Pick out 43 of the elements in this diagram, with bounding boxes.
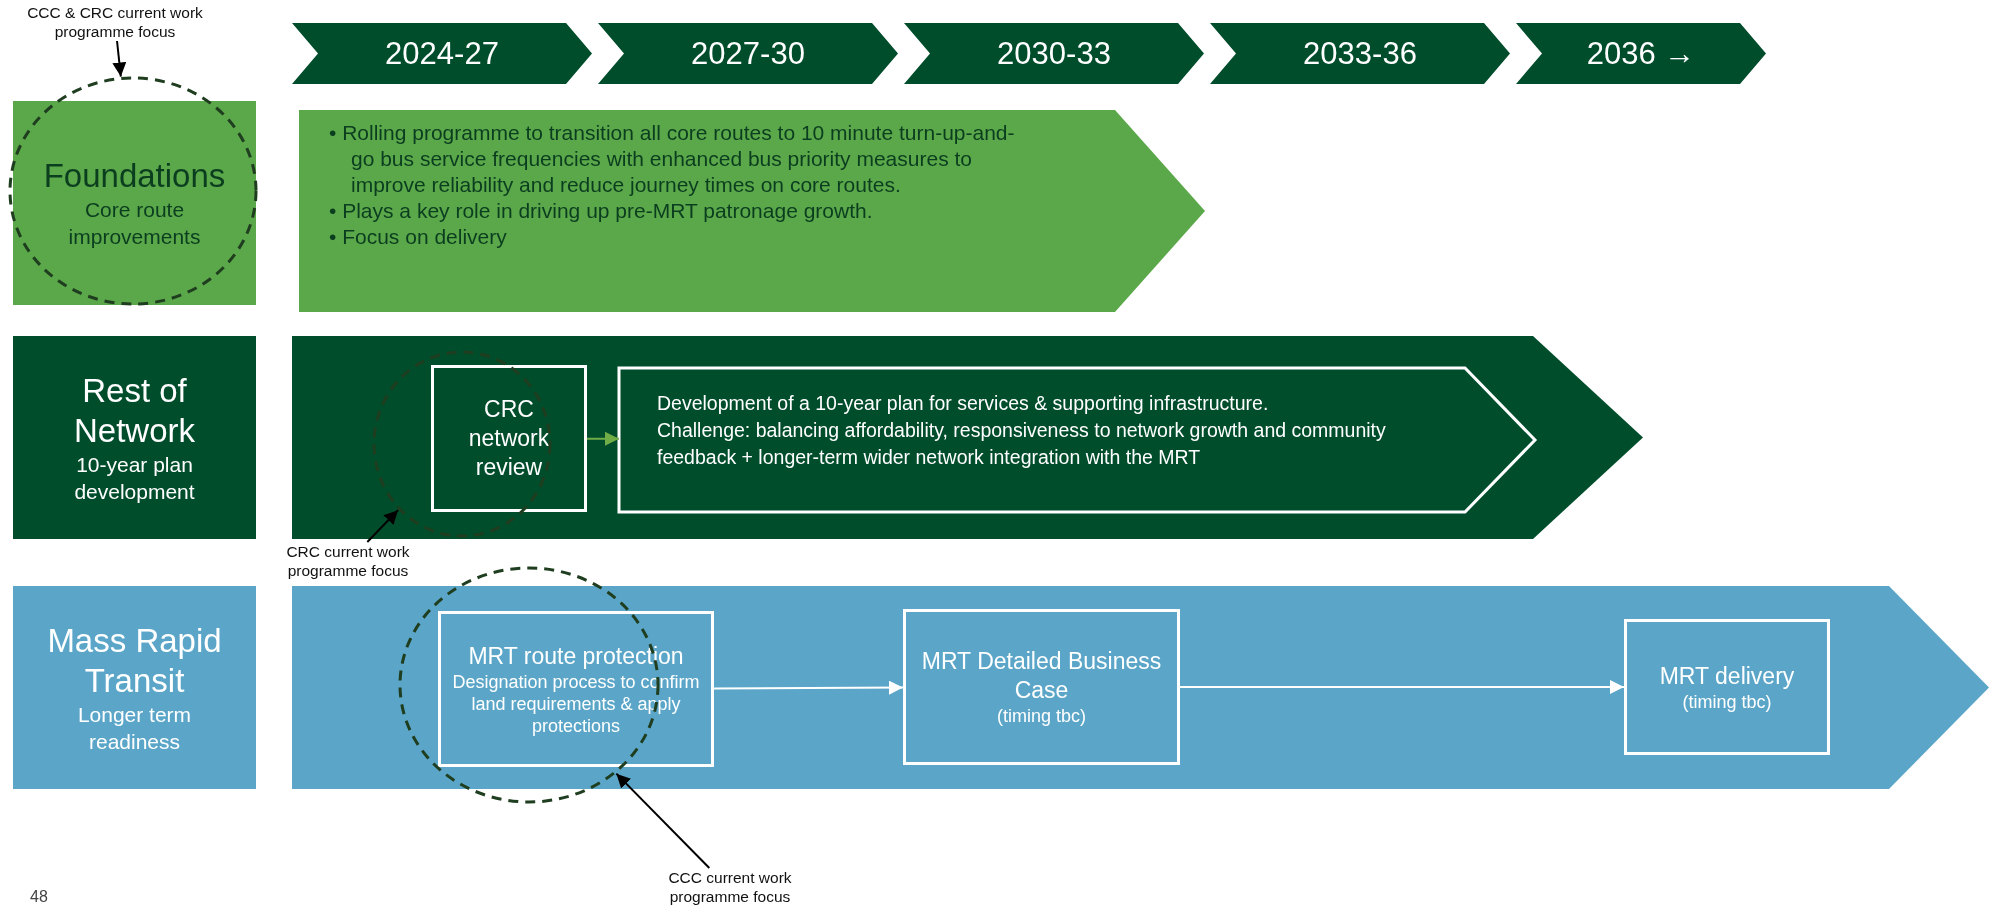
arrow (1179, 680, 1625, 694)
plan-text: Development of a 10-year plan for services & supporting infrastructure. (657, 391, 1270, 416)
period-label: 2027-30 (691, 35, 805, 72)
stage-title: MRT delivery (1658, 661, 1796, 691)
stage-note: (timing tbc) (1681, 690, 1773, 713)
stage-title: MRT route protection (467, 641, 685, 671)
stage-note: (timing tbc) (996, 705, 1087, 727)
stage-box (903, 609, 1180, 765)
row-title: Foundations (42, 156, 227, 196)
period-label: 2024-27 (385, 35, 499, 72)
stage-box (438, 611, 714, 767)
arrow (713, 680, 904, 695)
period-label: 2033-36 (1303, 35, 1417, 72)
plan-text: Challenge: balancing affordability, responsiveness to network growth and community feedback + longer-term wider network integration with the MRT (657, 418, 1387, 470)
stage-box (431, 365, 587, 512)
bullet-point: • Rolling programme to transition all core routes to 10 minute turn-up-and-go bus service frequencies with enhanced bus priority measures to improve reliability and reduce journey times on core routes. (329, 120, 1016, 198)
leader-arrow (366, 509, 400, 543)
row-header (13, 336, 256, 539)
row-title: Rest of Network (73, 370, 196, 451)
row-subtitle: Longer term readiness (76, 701, 193, 755)
stage-box (1624, 619, 1830, 755)
row-band (292, 336, 1643, 539)
focus-circle (372, 350, 552, 538)
leader-arrow (112, 40, 127, 78)
row-band (292, 586, 1989, 789)
period-label: 2030-33 (997, 35, 1111, 72)
row-band (299, 110, 1205, 312)
row-header (13, 586, 256, 789)
arrow (586, 431, 620, 446)
period-label: 2036 → (1586, 35, 1696, 72)
annotation-text: CCC current work programme focus (667, 868, 793, 906)
annotation-text: CCC & CRC current work programme focus (26, 3, 204, 41)
row-title: Mass Rapid Transit (46, 620, 223, 701)
row-subtitle: 10-year plan development (73, 451, 196, 505)
page-number: 48 (30, 888, 48, 906)
annotation-text: CRC current work programme focus (285, 542, 411, 580)
leader-arrow (615, 772, 711, 869)
bullet-point: • Focus on delivery (329, 224, 508, 250)
stage-title: MRT Detailed Business Case (920, 647, 1163, 705)
plan-panel (619, 368, 1535, 512)
bullet-point: • Plays a key role in driving up pre-MRT patronage growth. (329, 198, 874, 224)
row-subtitle: Core route improvements (67, 197, 202, 250)
stage-title: CRC network review (467, 395, 551, 482)
